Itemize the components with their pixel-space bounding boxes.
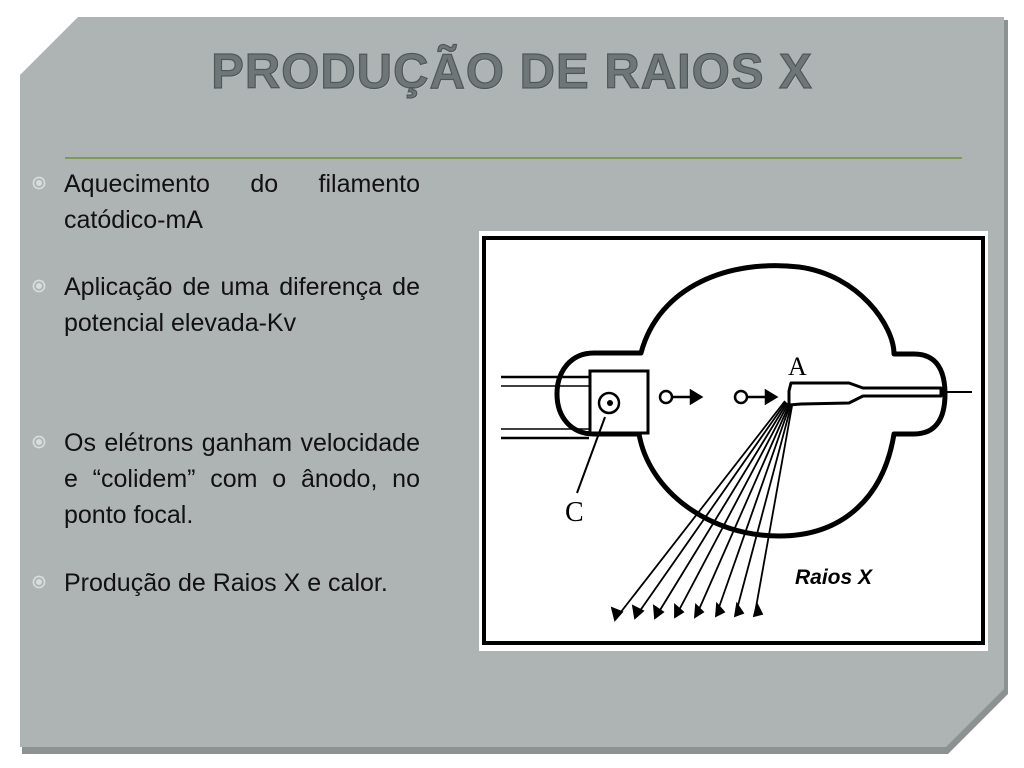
bullet-text: Aquecimento do filamento catódico-mA	[64, 170, 420, 234]
xray-label: Raios X	[795, 566, 874, 589]
bullet-item: Aquecimento do filamento catódico-mA	[30, 166, 420, 238]
bullet-item: Aplicação de uma diferença de potencial …	[30, 269, 420, 341]
bullet-text: Aplicação de uma diferença de potencial …	[64, 273, 420, 337]
circle-bullet-icon	[32, 435, 46, 449]
cathode-label: C	[565, 497, 584, 528]
circle-bullet-icon	[32, 279, 46, 293]
bullet-text: Produção de Raios X e calor.	[64, 569, 388, 597]
xray-tube-diagram: C A Raios X	[482, 236, 985, 645]
tube-envelope	[554, 263, 948, 539]
slide-title: PRODUÇÃO DE RAIOS X	[211, 44, 813, 99]
cathode-filament-core	[607, 400, 613, 406]
electron-beam	[658, 388, 779, 406]
title-divider	[65, 157, 962, 159]
bullet-text: Os elétrons ganham velocidade e “colidem…	[64, 429, 420, 529]
bullet-list: Aquecimento do filamento catódico-mA Apl…	[30, 166, 420, 601]
anode	[787, 381, 943, 407]
figure-frame	[482, 236, 985, 645]
cathode-pointer	[576, 416, 606, 494]
xray-tube-figure: C A Raios X	[479, 231, 988, 651]
bullet-item: Os elétrons ganham velocidade e “colidem…	[30, 425, 420, 533]
bullet-item: Produção de Raios X e calor.	[30, 565, 420, 601]
circle-bullet-icon	[32, 176, 46, 190]
cathode-filament	[597, 391, 621, 415]
xray-beam	[610, 400, 793, 622]
anode-label: A	[788, 352, 807, 381]
circle-bullet-icon	[32, 575, 46, 589]
